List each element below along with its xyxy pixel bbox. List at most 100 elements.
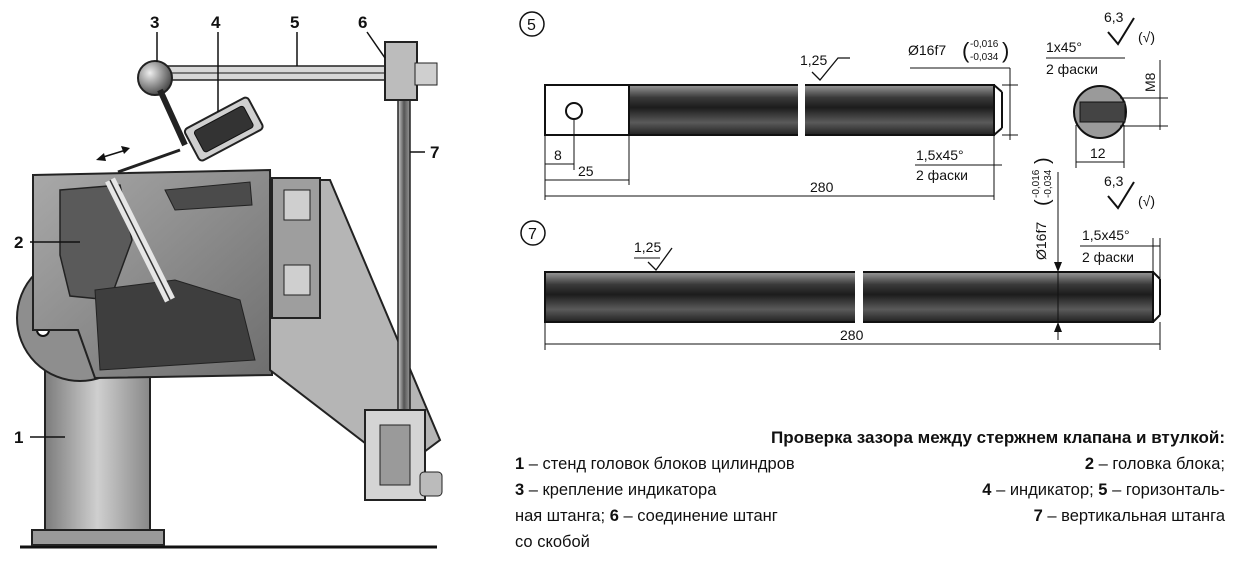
diameter-7-group: Ø16f7 ( -0,016 -0,034 ) <box>1031 157 1054 260</box>
dim-hole-offset-5: 8 <box>554 147 562 163</box>
diameter-7-arrow-bottom <box>1054 322 1062 332</box>
end-view-thread <box>1079 101 1126 123</box>
head-port <box>164 181 253 211</box>
caption-right: 4 – индикатор; 5 – горизонталь- <box>982 477 1225 503</box>
caption-left: со скобой <box>515 529 590 555</box>
roughness-7: 1,25 <box>634 239 661 255</box>
rod-5-body <box>628 84 995 136</box>
tol-lower-7: -0,034 <box>1043 169 1054 198</box>
caption-right: 7 – вертикальная штанга <box>1034 503 1225 529</box>
caption-num: 1 <box>515 455 525 473</box>
stand-foot <box>31 529 165 546</box>
bracket-screw <box>419 471 443 497</box>
roughness-bottom: 6,3 <box>1104 173 1124 189</box>
caption-text: – соединение штанг <box>618 507 778 525</box>
mount-arm <box>157 88 188 147</box>
caption-num: 7 <box>1033 507 1043 525</box>
bolt <box>283 264 311 296</box>
caption-row: 1 – стенд головок блоков цилиндров 2 – г… <box>515 451 1225 477</box>
dim-length-5: 280 <box>810 179 834 195</box>
roughness-mark-7 <box>647 247 673 271</box>
caption-num: 2 <box>1084 455 1095 473</box>
caption-left: ная штанга; 6 – соединение штанг <box>515 503 778 529</box>
stand-pillar <box>44 369 151 533</box>
caption-num: 6 <box>609 507 619 525</box>
caption-row: со скобой <box>515 529 1225 555</box>
caption-text: со скобой <box>515 533 590 551</box>
detail-5-marker: 5 <box>527 17 536 34</box>
end-chamfer: 1x45° <box>1046 39 1082 55</box>
test-stand-assembly: 3 4 5 6 7 2 1 <box>14 13 443 549</box>
tol-upper-7: -0,016 <box>1031 169 1042 198</box>
tol-lower-5: -0,034 <box>970 52 999 63</box>
roughness-bottom-mark <box>1107 181 1135 210</box>
caption-row: ная штанга; 6 – соединение штанг 7 – вер… <box>515 503 1225 529</box>
rod-7-chamfer-bottom <box>1152 314 1161 323</box>
roughness-top-paren: (√) <box>1138 29 1155 45</box>
tol-7-paren-right: ) <box>1032 157 1054 164</box>
callout-1: 1 <box>14 428 23 447</box>
caption-text: ная штанга; <box>515 507 610 525</box>
diameter-5: Ø16f7 <box>908 42 946 58</box>
caption-num: 4 <box>982 481 992 499</box>
rod-5-hole <box>565 102 583 120</box>
caption-row: 3 – крепление индикатора 4 – индикатор; … <box>515 477 1225 503</box>
rod-5-break <box>798 83 805 137</box>
dial-indicator <box>183 96 264 162</box>
caption-text: – индикатор; <box>991 481 1099 499</box>
caption-title: Проверка зазора между стержнем клапана и… <box>771 428 1225 447</box>
detail-5-dimension-lines <box>544 118 1002 200</box>
rod-connector <box>384 41 418 101</box>
callout-4: 4 <box>211 13 221 32</box>
rod-7-chamfer-top <box>1152 271 1161 280</box>
callout-leaders <box>30 31 425 438</box>
bracket-slot <box>379 424 411 486</box>
chamfer-5: 1,5x45° <box>916 147 964 163</box>
caption-text: – головка блока; <box>1094 455 1225 473</box>
diameter-7: Ø16f7 <box>1033 222 1049 260</box>
bolt <box>283 189 311 221</box>
caption-right: 2 – головка блока; <box>1085 451 1225 477</box>
figure-caption: Проверка зазора между стержнем клапана и… <box>515 425 1225 555</box>
detail-7-marker-circle <box>520 220 546 246</box>
roughness-bottom-paren: (√) <box>1138 193 1155 209</box>
callout-6: 6 <box>358 13 367 32</box>
detail-5-drawing: 5 1,25 Ø16f7 ( -0,016 -0,034 ) <box>519 11 1018 200</box>
dim-flat-5: 25 <box>578 163 594 179</box>
indicator-mount <box>137 60 173 96</box>
connector-nut <box>414 62 438 86</box>
chamfer-note-7: 2 фаски <box>1082 249 1134 265</box>
tol-upper-5: -0,016 <box>970 39 999 50</box>
caption-text: – вертикальная штанга <box>1042 507 1225 525</box>
tol-5-paren-right: ) <box>1002 38 1009 63</box>
detail-7-drawing: 7 1,25 Ø16f7 ( -0,016 -0,034 ) 1,5x45° 2… <box>520 157 1161 350</box>
roughness-5: 1,25 <box>800 52 827 68</box>
callout-5: 5 <box>290 13 299 32</box>
rod-7-break <box>855 270 863 324</box>
callout-2: 2 <box>14 233 23 252</box>
roughness-mark-5 <box>811 57 850 81</box>
thread-m8: M8 <box>1142 72 1158 92</box>
tol-7-paren-left: ( <box>1032 199 1054 206</box>
valve-stem-edge <box>109 179 171 301</box>
roughness-top: 6,3 <box>1104 9 1124 25</box>
caption-text: – крепление индикатора <box>524 481 717 499</box>
tol-5-paren-left: ( <box>962 38 970 63</box>
callout-7: 7 <box>430 143 439 162</box>
chamfer-note-5: 2 фаски <box>916 167 968 183</box>
rod-7-body <box>544 271 1154 323</box>
caption-num: 5 <box>1098 481 1108 499</box>
caption-text: – горизонталь- <box>1107 481 1225 499</box>
indicator-probe <box>117 148 181 174</box>
rod-5-chamfer-bottom <box>993 127 1003 136</box>
detail-5-marker-circle <box>519 11 545 37</box>
clamp-bolts <box>283 189 311 296</box>
caption-text: – стенд головок блоков цилиндров <box>524 455 795 473</box>
diameter-7-arrow-top <box>1054 262 1062 272</box>
end-chamfer-note: 2 фаски <box>1046 61 1098 77</box>
width-12: 12 <box>1090 145 1106 161</box>
chamfer-7: 1,5x45° <box>1082 227 1130 243</box>
caption-num: 3 <box>515 481 525 499</box>
detail-7-marker: 7 <box>528 226 537 243</box>
